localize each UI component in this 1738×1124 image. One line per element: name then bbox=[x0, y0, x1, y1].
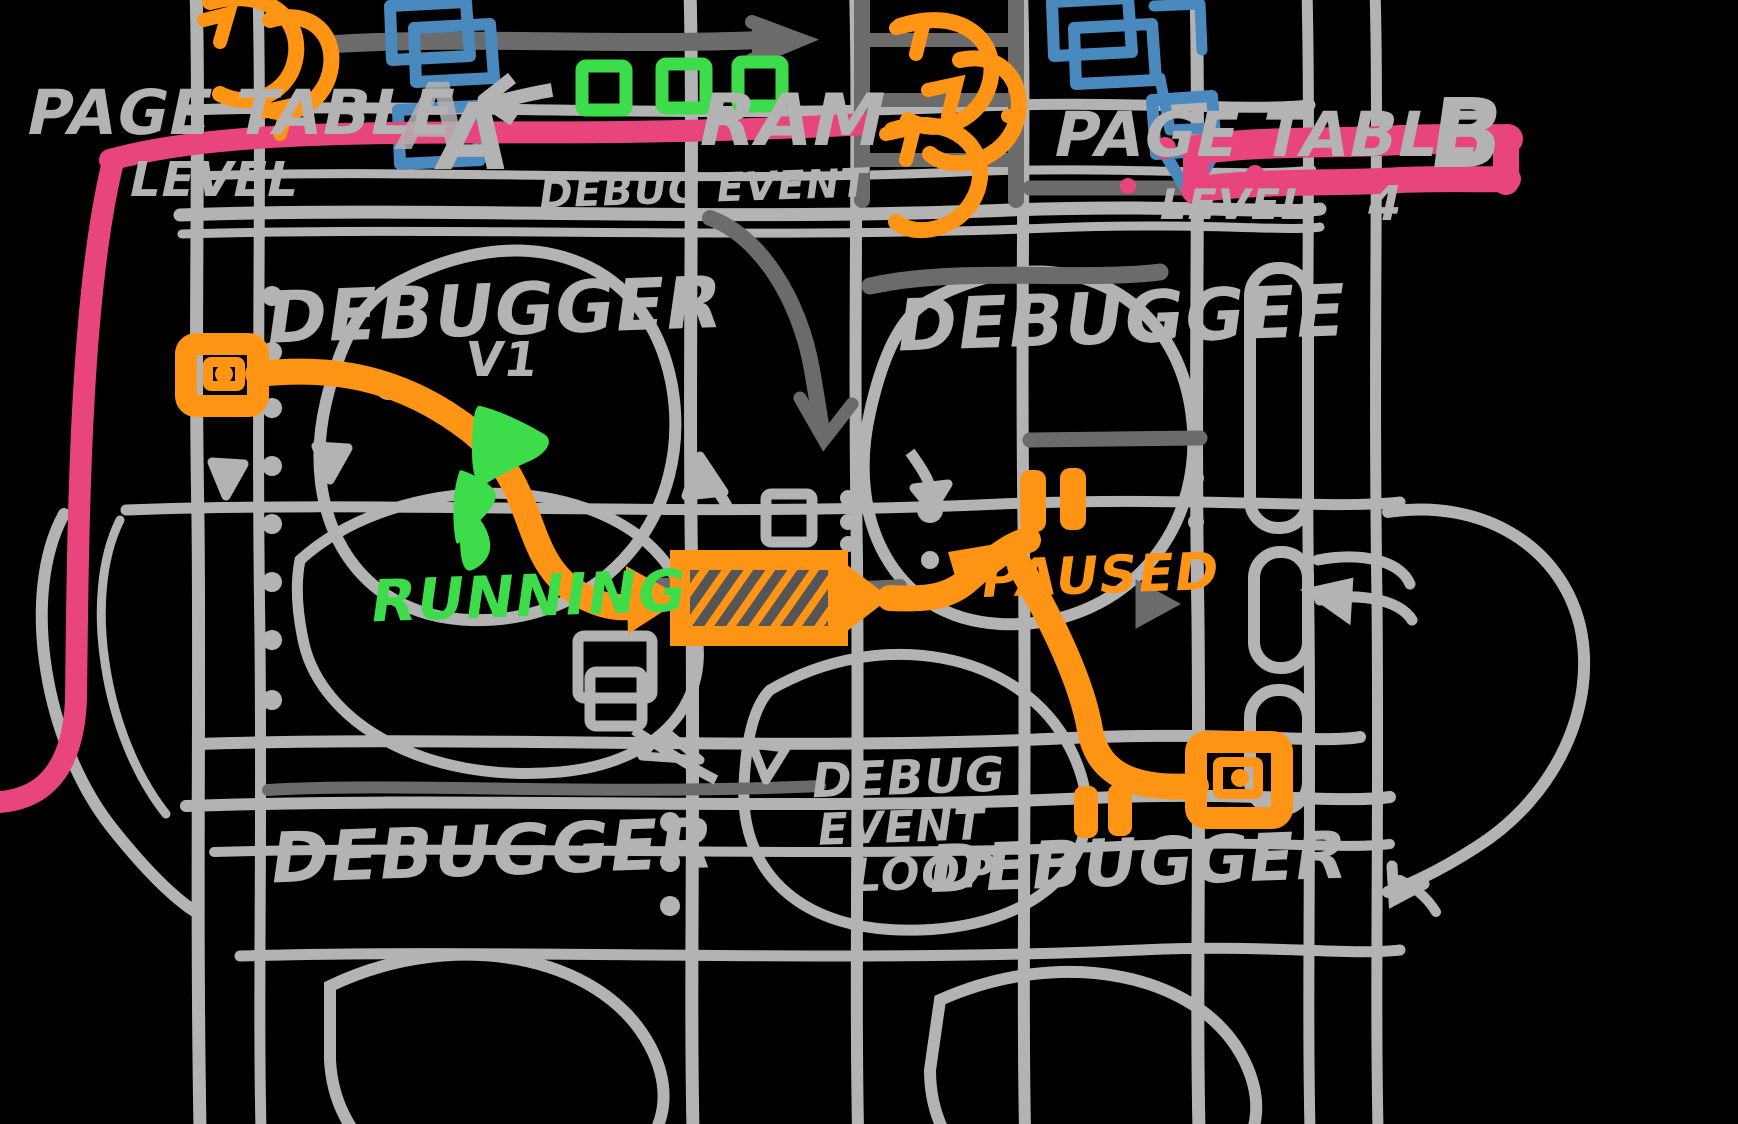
play-triangle-icon[interactable] bbox=[453, 405, 549, 571]
circular-arrow-icon bbox=[197, 0, 1027, 239]
arrow-right-icon-small bbox=[1135, 579, 1182, 629]
hatched-barrier-icon[interactable] bbox=[670, 550, 890, 646]
row-capsules bbox=[572, 262, 1418, 816]
flow-arrowhead-paused bbox=[948, 544, 996, 600]
flow-arrow-to-breakpoint bbox=[1007, 553, 1209, 800]
memory-cell-icon bbox=[575, 55, 789, 117]
flow-arrowhead-left bbox=[626, 566, 684, 634]
flow-arrow-running bbox=[245, 358, 661, 621]
frame-rect-icon bbox=[384, 0, 1222, 202]
pink-highlight bbox=[0, 113, 1523, 813]
pause-bars-icon[interactable] bbox=[1020, 468, 1086, 532]
pause-bars-icon-loop[interactable] bbox=[1074, 784, 1132, 838]
